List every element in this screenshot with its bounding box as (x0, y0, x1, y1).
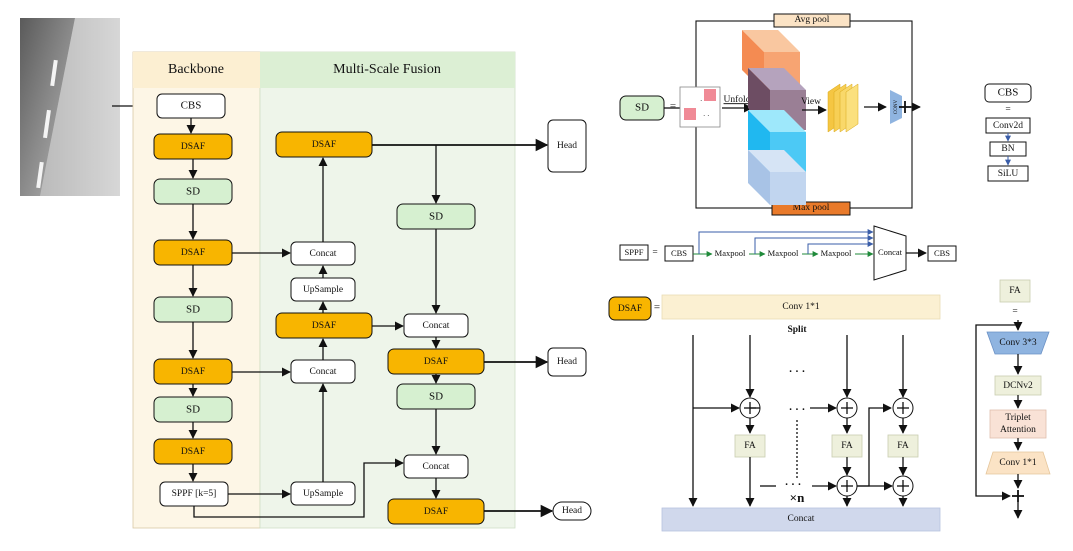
sd-conv-label: CONV (894, 100, 899, 115)
fa-triplet-2: Attention (1000, 425, 1036, 435)
dsaf-module-equals: = (654, 302, 660, 314)
fa-dcnv2: DCNv2 (1003, 381, 1033, 391)
sppf-equals: = (652, 248, 657, 258)
backbone-dsaf-2: DSAF (181, 248, 205, 258)
backbone-sd-3: SD (186, 404, 200, 416)
dsaf-fa-1: FA (744, 441, 756, 451)
fusion-sd-right-1: SD (429, 211, 443, 223)
svg-text:·: · (700, 97, 702, 105)
dsaf-times-n: ×n (790, 490, 805, 505)
head-3: Head (562, 506, 582, 516)
dsaf-fa-2: FA (841, 441, 853, 451)
backbone-title: Backbone (168, 62, 224, 77)
sppf-maxpool-1: Maxpool (715, 248, 746, 258)
backbone-sd-1: SD (186, 186, 200, 198)
fusion-sd-right-2: SD (429, 391, 443, 403)
dsaf-conv: Conv 1*1 (782, 302, 819, 312)
fusion-concat-3: Concat (423, 321, 450, 331)
fusion-upsample-2: UpSample (303, 489, 343, 499)
cbs-silu: SiLU (998, 169, 1019, 179)
dsaf-module: DSAF = Conv 1*1 Split Concat FA · · · · … (608, 294, 941, 532)
sd-avg-pool: Avg pool (795, 15, 830, 25)
sppf-maxpool-3: Maxpool (821, 248, 852, 258)
fa-module-equals: = (1012, 307, 1017, 317)
dsaf-fa-3: FA (897, 441, 909, 451)
backbone-sppf: SPPF [k=5] (172, 489, 217, 499)
cbs-conv2d: Conv2d (993, 121, 1023, 131)
sppf-cbs-out: CBS (934, 248, 950, 258)
fusion-arrows (193, 138, 554, 518)
backbone-dsaf-4: DSAF (181, 447, 205, 457)
backbone-arrows (186, 118, 198, 482)
input-road-image (20, 18, 120, 196)
backbone-dsaf-1: DSAF (181, 142, 205, 152)
dsaf-module-label: DSAF (618, 304, 642, 314)
cbs-bn: BN (1001, 144, 1014, 154)
fusion-dsaf-top: DSAF (312, 140, 336, 150)
fusion-concat-1: Concat (310, 249, 337, 259)
backbone-dsaf-3: DSAF (181, 367, 205, 377)
cbs-module-label: CBS (998, 87, 1019, 99)
cbs-module: CBS = Conv2d BN SiLU (984, 83, 1032, 182)
sppf-module: SPPF = CBS Maxpool Maxpool Maxpool Conca… (619, 225, 957, 281)
sd-module-label: SD (635, 102, 649, 114)
fusion-dsaf-mid: DSAF (312, 321, 336, 331)
fusion-concat-4: Concat (423, 462, 450, 472)
sd-max-pool: Max pool (793, 203, 830, 213)
dsaf-concat: Concat (788, 514, 815, 524)
backbone-sd-2: SD (186, 304, 200, 316)
fa-triplet-1: Triplet (1005, 413, 1031, 423)
dsaf-dots-3: · · · (785, 479, 802, 491)
dsaf-split: Split (787, 325, 807, 335)
cbs-module-equals: = (1005, 105, 1010, 115)
fa-module: FA = Conv 3*3 DCNv2 Triplet Attention Co… (975, 279, 1051, 519)
sppf-maxpool-2: Maxpool (768, 248, 799, 258)
fusion-dsaf-right-1: DSAF (424, 357, 448, 367)
dsaf-dots-2: · · · (789, 404, 806, 416)
sppf-concat: Concat (878, 247, 903, 257)
sd-module: SD = · · · Unfold Avg pool Max pool View (619, 13, 921, 216)
fa-module-label: FA (1009, 286, 1021, 296)
fusion-concat-2: Concat (310, 367, 337, 377)
sppf-cbs-in: CBS (671, 248, 687, 258)
fusion-title: Multi-Scale Fusion (333, 62, 441, 77)
sd-view-label: View (801, 97, 821, 107)
dsaf-dots-1: · · · (789, 366, 806, 378)
sd-unfold-label: Unfold (724, 94, 751, 105)
fusion-upsample-1: UpSample (303, 285, 343, 295)
svg-text:· ·: · · (703, 112, 709, 120)
fa-conv11: Conv 1*1 (999, 458, 1036, 468)
fa-conv33: Conv 3*3 (999, 338, 1036, 348)
sd-module-equals: = (670, 101, 676, 113)
head-1: Head (557, 141, 577, 151)
fusion-dsaf-right-2: DSAF (424, 507, 448, 517)
backbone-cbs: CBS (181, 100, 202, 112)
head-2: Head (557, 357, 577, 367)
sppf-label: SPPF (625, 247, 644, 257)
